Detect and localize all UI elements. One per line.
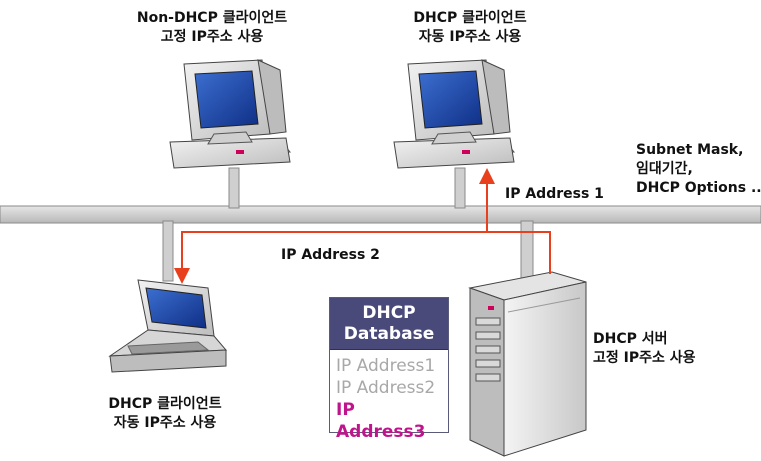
database-entry: IP Address1 <box>336 356 436 376</box>
dhcp-database-table: DHCP Database IP Address1 IP Address2 IP… <box>329 297 449 442</box>
label-dhcp-client-laptop: DHCP 클라이언트 자동 IP주소 사용 <box>80 395 250 433</box>
label-dhcp-server-line2: 고정 IP주소 사용 <box>593 350 696 366</box>
drop-line-static-client <box>228 167 240 209</box>
database-entry: IP Address2 <box>336 378 436 398</box>
label-static-client-line2: 고정 IP주소 사용 <box>160 29 264 45</box>
label-static-client-line1: Non-DHCP 클라이언트 <box>136 10 288 26</box>
label-dhcp-server-line1: DHCP 서버 <box>593 331 668 347</box>
label-options-line2: 임대기간, <box>636 161 693 177</box>
desktop-pc-static-icon <box>169 59 292 169</box>
label-dhcp-client-laptop-line2: 자동 IP주소 사용 <box>113 415 217 431</box>
laptop-icon <box>108 279 228 373</box>
label-dhcp-server: DHCP 서버 고정 IP주소 사용 <box>593 330 696 368</box>
label-dhcp-client-top-line2: 자동 IP주소 사용 <box>418 29 522 45</box>
server-icon <box>468 271 587 457</box>
flow-line-server <box>487 231 551 274</box>
network-bus <box>0 205 761 224</box>
label-ip-address-1: IP Address 1 <box>505 186 604 202</box>
label-options-line3: DHCP Options .. <box>636 180 761 196</box>
label-dhcp-client-laptop-line1: DHCP 클라이언트 <box>108 396 222 412</box>
database-entry-highlighted: IP Address3 <box>336 400 426 442</box>
database-title-line2: Database <box>343 324 435 344</box>
label-options: Subnet Mask, 임대기간, DHCP Options .. <box>636 141 761 198</box>
flow-arrow-ip2 <box>174 231 487 284</box>
database-header: DHCP Database <box>330 298 448 350</box>
label-dhcp-client-top-line1: DHCP 클라이언트 <box>413 10 527 26</box>
drop-line-server <box>520 220 534 282</box>
desktop-pc-dhcp-icon <box>393 59 516 169</box>
drop-line-dhcp-client <box>454 167 466 209</box>
label-options-line1: Subnet Mask, <box>636 142 744 158</box>
label-ip-address-2: IP Address 2 <box>281 247 380 263</box>
database-entries: IP Address1 IP Address2 IP Address3 <box>330 350 448 443</box>
drop-line-laptop <box>162 220 174 282</box>
label-dhcp-client-top: DHCP 클라이언트 자동 IP주소 사용 <box>380 9 560 47</box>
database-title-line1: DHCP <box>362 303 416 323</box>
label-static-client: Non-DHCP 클라이언트 고정 IP주소 사용 <box>118 9 306 47</box>
